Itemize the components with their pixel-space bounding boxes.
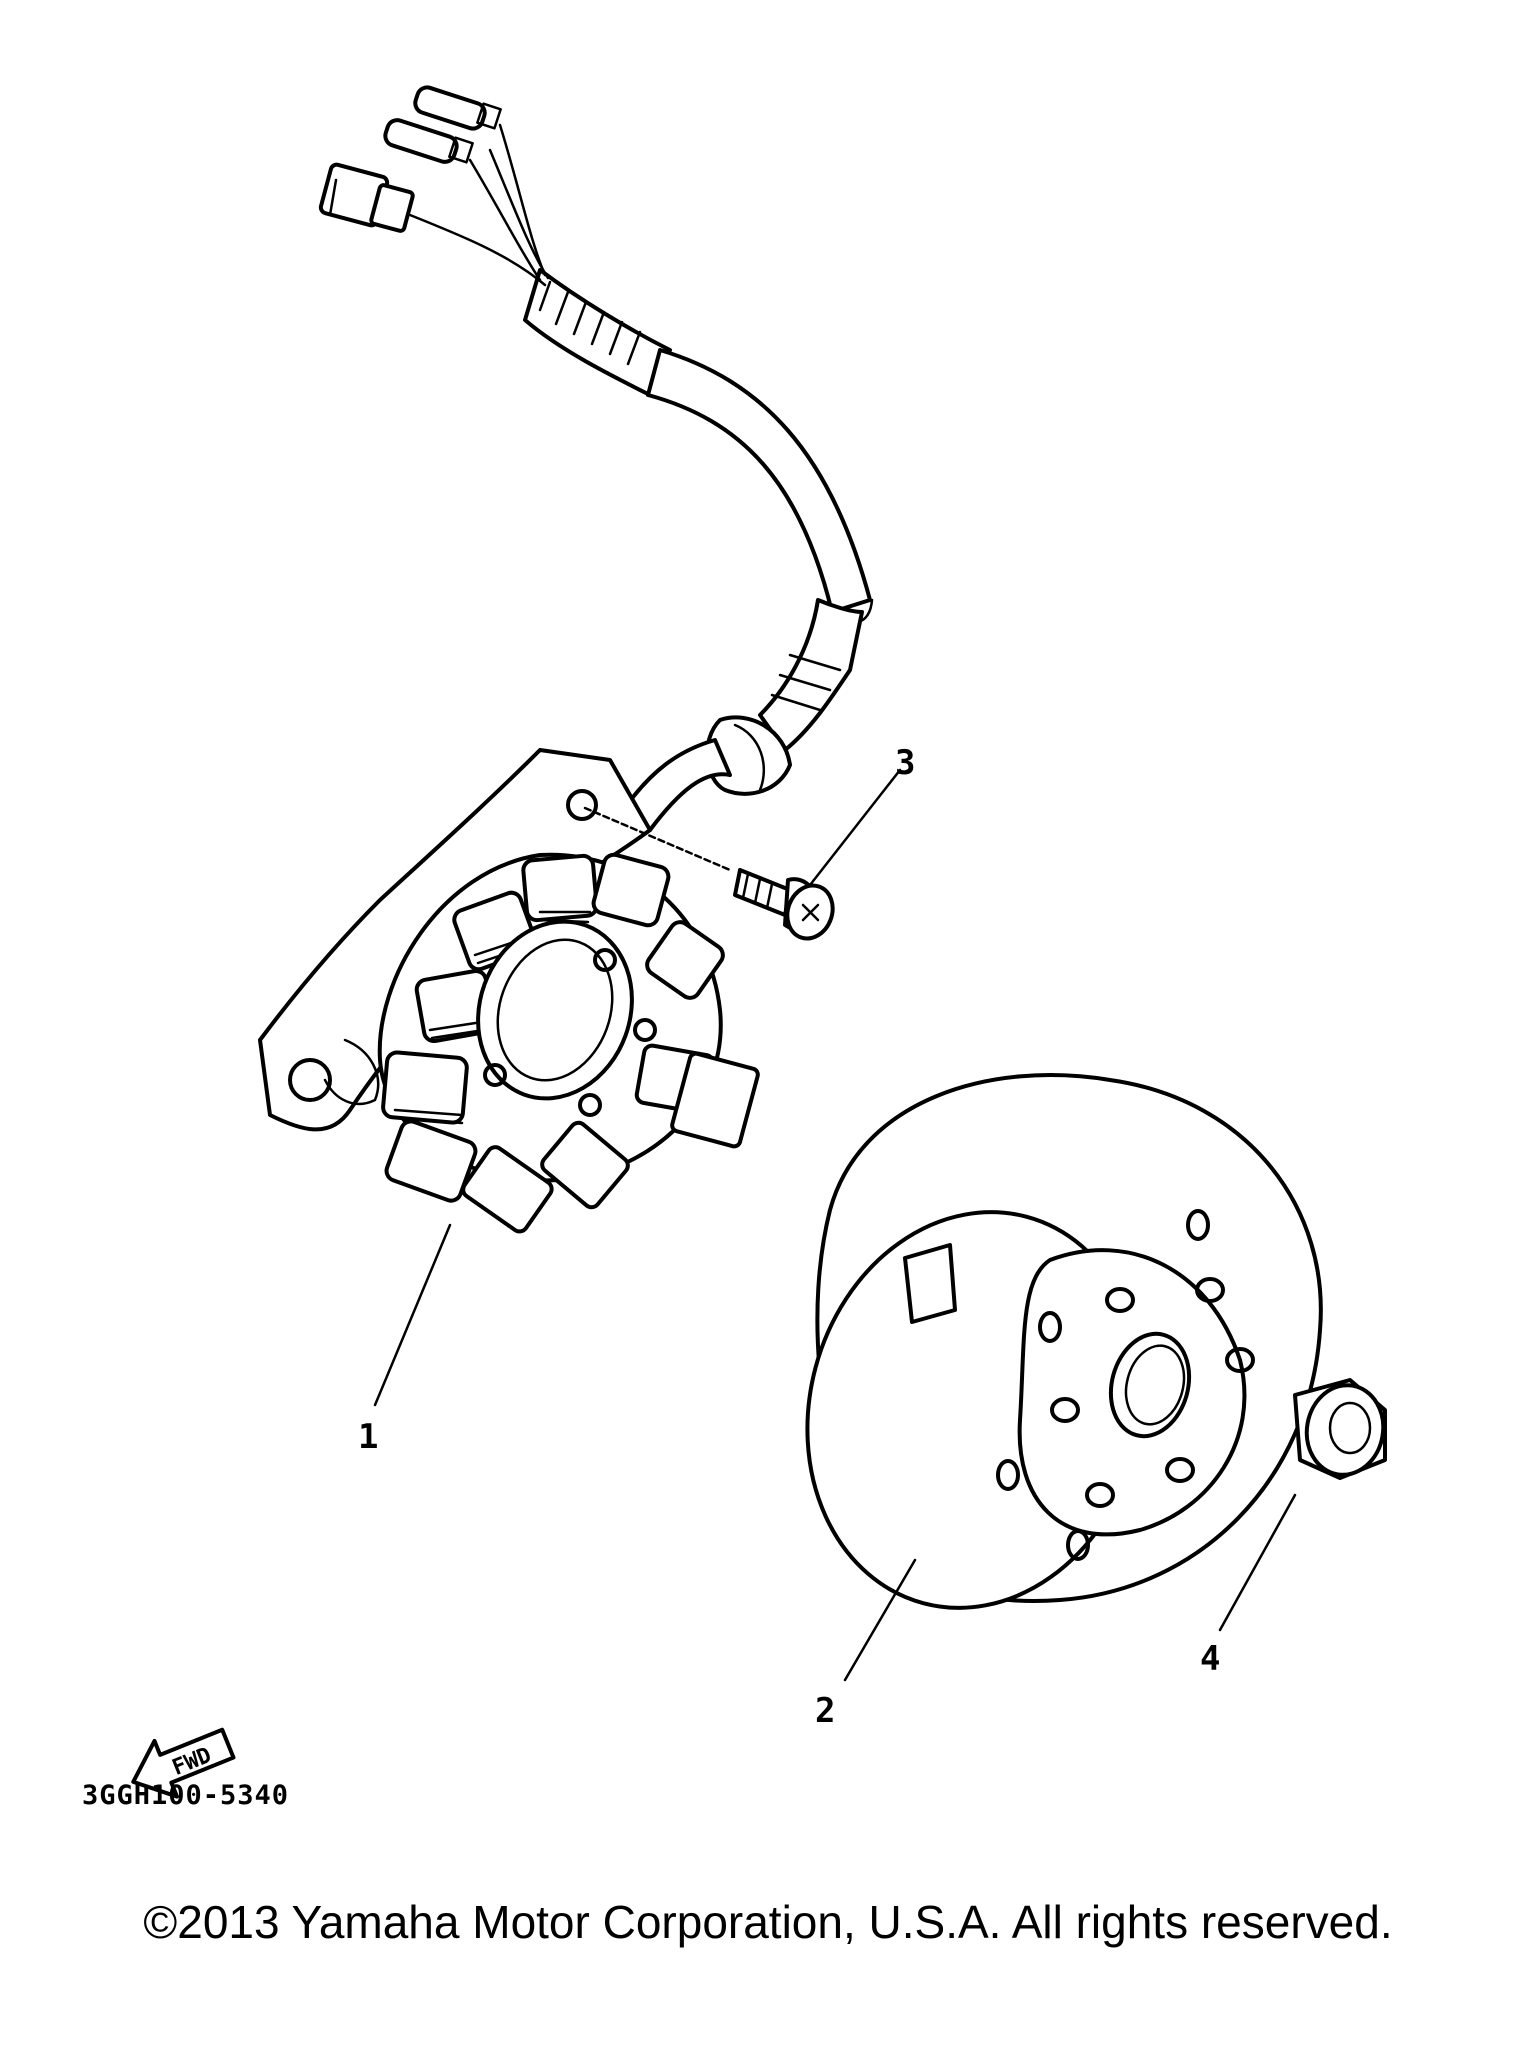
connector-block	[318, 162, 415, 233]
rotor-flywheel	[805, 1073, 1323, 1610]
diagram-part-code: 3GGH100-5340	[82, 1780, 290, 1811]
stator-assembly	[258, 748, 760, 1234]
forward-arrow-icon: FWD	[131, 1727, 236, 1799]
callout-4: 4	[1200, 1639, 1220, 1679]
copyright-notice: ©2013 Yamaha Motor Corporation, U.S.A. A…	[143, 1896, 1393, 1948]
callout-2: 2	[815, 1691, 835, 1731]
callout-3: 3	[895, 743, 915, 783]
connector-top	[413, 85, 502, 131]
connector-middle	[383, 118, 474, 164]
screw	[583, 806, 835, 941]
leader-lines	[373, 768, 1297, 1682]
nut	[1293, 1378, 1387, 1480]
wiring-harness	[318, 85, 874, 832]
callout-1: 1	[358, 1417, 378, 1457]
